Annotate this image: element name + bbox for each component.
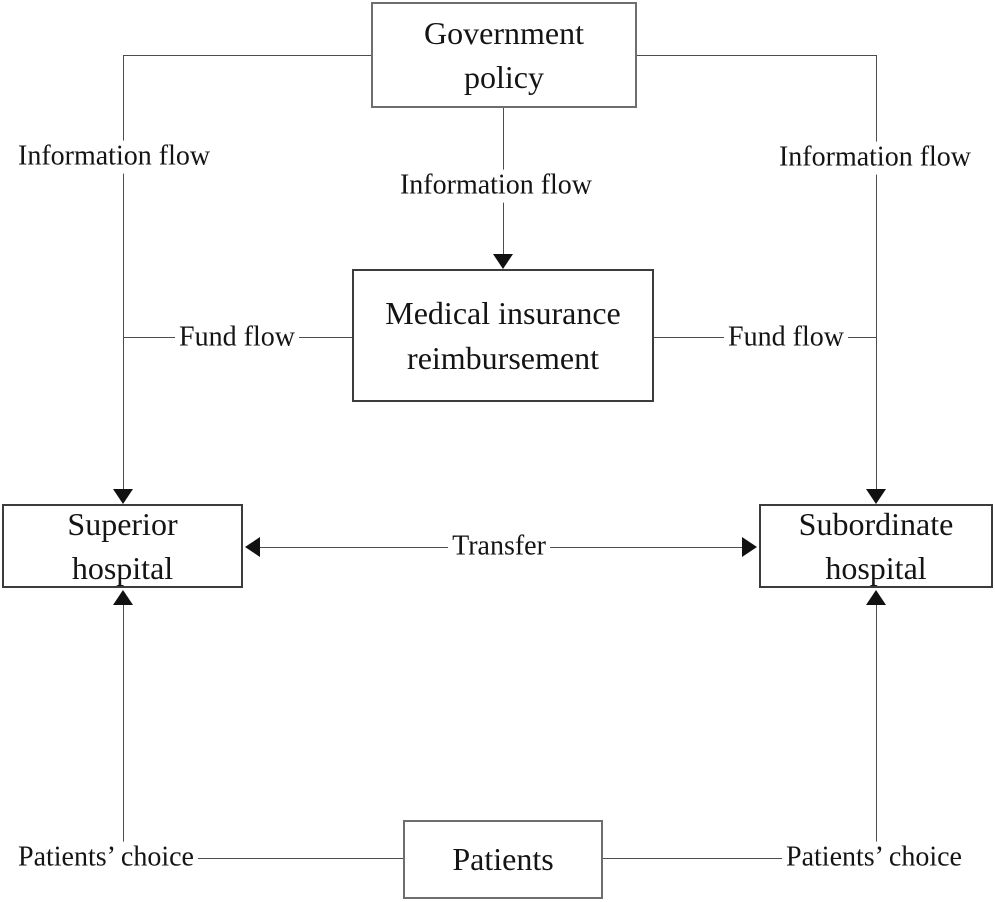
edge-label-information-flow-left: Information flow (14, 140, 215, 174)
node-subordinate-hospital-label: Subordinate hospital (798, 505, 954, 586)
node-patients: Patients (403, 820, 603, 899)
edge-label-information-flow-center: Information flow (395, 169, 597, 203)
edge-label-fund-flow-left: Fund flow (175, 321, 299, 355)
arrowhead-down-into-subordinate-top-icon (866, 489, 886, 504)
edge-patients-choice-right-vline (876, 604, 877, 856)
edge-patients-right-hline (603, 858, 876, 859)
node-government-policy-label: Government policy (424, 14, 584, 95)
edge-label-transfer: Transfer (448, 530, 550, 564)
node-medical-insurance-reimbursement-label: Medical insurance reimbursement (385, 295, 621, 376)
edge-patients-left-hline (123, 858, 403, 859)
edge-label-patients-choice-left: Patients’ choice (14, 841, 198, 875)
edge-label-patients-choice-right: Patients’ choice (782, 841, 966, 875)
arrowhead-down-into-insurance-icon (493, 254, 513, 269)
arrowhead-right-into-subordinate-left-icon (742, 537, 757, 557)
arrowhead-left-into-superior-right-icon (245, 537, 260, 557)
node-medical-insurance-reimbursement: Medical insurance reimbursement (352, 269, 654, 402)
edge-right-information-flow-vline (876, 55, 877, 490)
arrowhead-down-into-superior-top-icon (113, 489, 133, 504)
edge-label-fund-flow-right: Fund flow (724, 321, 848, 355)
edge-label-information-flow-right: Information flow (774, 141, 976, 175)
edge-government-to-right-column-hline (637, 55, 876, 56)
edge-left-information-flow-vline (123, 55, 124, 490)
arrowhead-up-into-subordinate-bottom-icon (866, 590, 886, 605)
edge-government-to-left-column-hline (123, 55, 371, 56)
node-subordinate-hospital: Subordinate hospital (759, 504, 993, 588)
node-superior-hospital-label: Superior hospital (67, 505, 178, 586)
edge-patients-choice-left-vline (123, 604, 124, 856)
node-patients-label: Patients (452, 841, 554, 878)
node-government-policy: Government policy (371, 2, 637, 108)
node-superior-hospital: Superior hospital (2, 504, 243, 588)
arrowhead-up-into-superior-bottom-icon (113, 590, 133, 605)
